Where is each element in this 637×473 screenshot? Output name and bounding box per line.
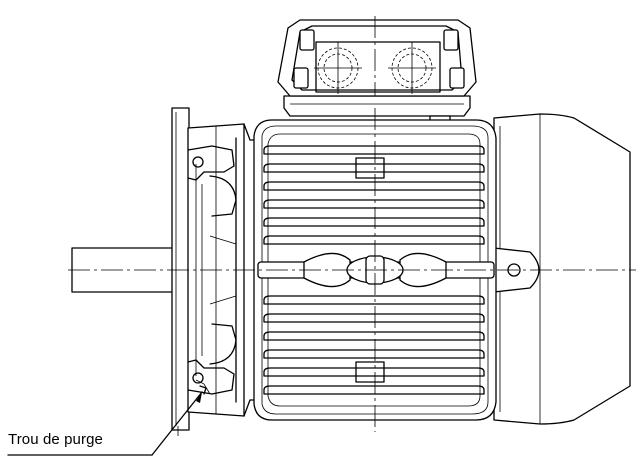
cooling-fin xyxy=(263,217,485,227)
cooling-fin xyxy=(263,331,485,341)
drain-hole-leader xyxy=(7,391,203,456)
cooling-fins xyxy=(263,145,485,395)
cooling-fin xyxy=(263,235,485,245)
cooling-fin xyxy=(263,349,485,359)
cooling-fin xyxy=(263,199,485,209)
cooling-fin xyxy=(263,295,485,305)
cooling-fin xyxy=(263,385,485,395)
center-lines xyxy=(68,16,636,432)
cooling-fin xyxy=(263,163,485,173)
terminal-box xyxy=(277,19,477,129)
cooling-fin xyxy=(263,181,485,191)
drain-hole-label: Trou de purge xyxy=(8,431,103,448)
cooling-fin xyxy=(263,367,485,377)
flange xyxy=(171,107,190,436)
cooling-fin xyxy=(263,145,485,155)
cooling-fin xyxy=(263,313,485,323)
fan-cover xyxy=(493,113,631,425)
